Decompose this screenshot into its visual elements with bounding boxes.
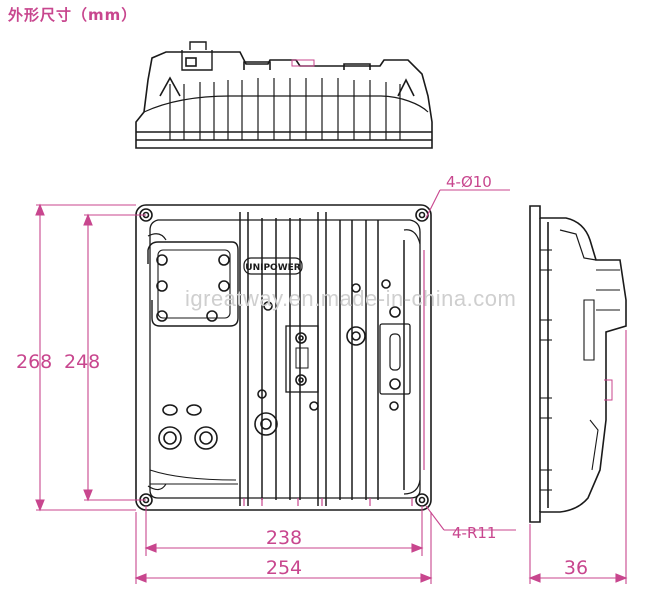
side-view [529,205,627,523]
front-view: UNIPOWER [135,204,432,511]
mounting-hole-top-right [415,208,429,222]
watermark-text: igreatway.en.made-in-china.com [185,286,516,311]
drawing-title: 外形尺寸（mm） [8,6,138,24]
top-view [135,41,433,149]
inner-height-label: 248 [64,351,100,373]
outer-width-label: 254 [266,557,302,579]
connector-middle [194,426,218,450]
connector-left [158,426,182,450]
inner-width-label: 238 [266,527,302,549]
hole-callout: 4-Ø10 [446,173,492,191]
brand-plate: UNIPOWER [243,257,303,275]
radius-callout: 4-R11 [452,524,496,542]
mounting-hole-bottom-right [415,493,429,507]
depth-label: 36 [564,557,588,579]
brand-label: UNIPOWER [245,263,301,273]
dimension-lines [35,189,628,584]
outer-height-label: 268 [16,351,52,373]
dimension-labels: 4-Ø10 4-R11 268 248 238 254 36 [16,173,588,579]
connector-right [254,412,278,436]
